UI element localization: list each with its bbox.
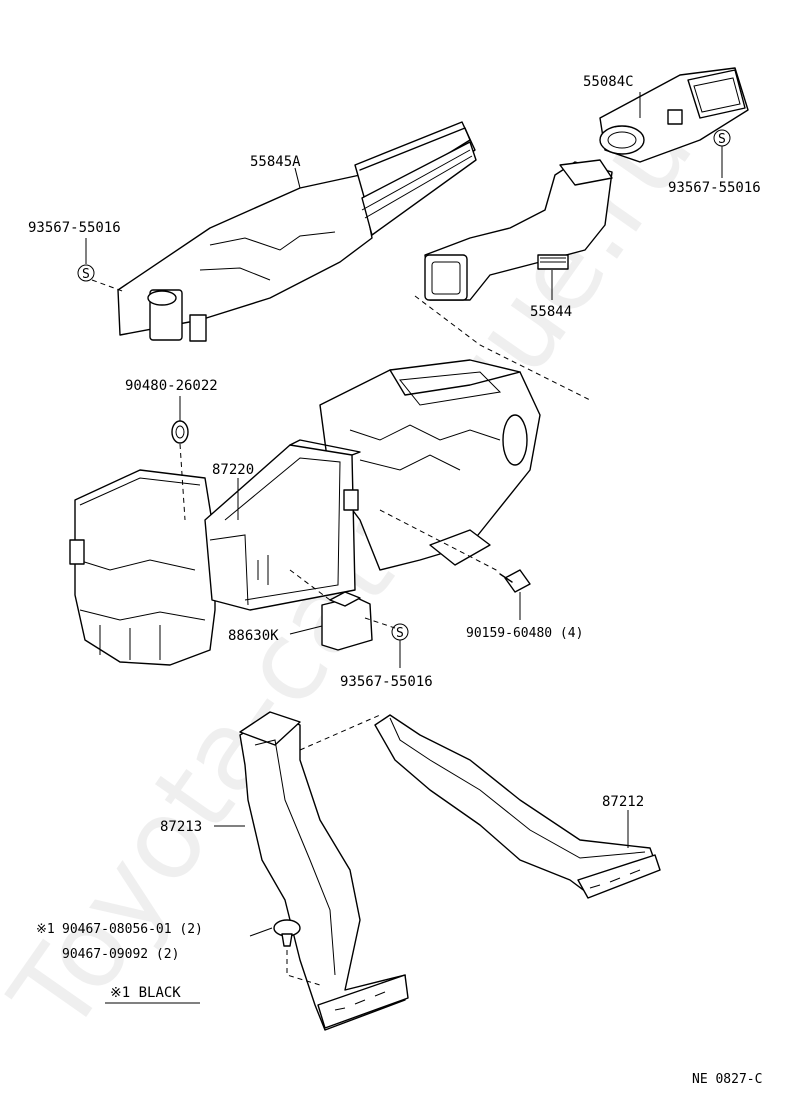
footer-code: NE 0827-C (692, 1072, 762, 1087)
label-93567-55016-a: 93567-55016 (28, 220, 121, 236)
note-black: ※1 BLACK (110, 985, 181, 1001)
duct-55845a (117, 121, 477, 342)
leader-55845a (294, 167, 301, 189)
duct-55084c (599, 67, 749, 163)
duct-55844 (424, 159, 613, 301)
label-55844: 55844 (530, 304, 572, 320)
svg-text:S: S (396, 626, 404, 641)
screw-symbol-icon: S (77, 264, 95, 282)
label-87212: 87212 (602, 794, 644, 810)
dash-87212-87213 (299, 714, 381, 751)
svg-text:S: S (718, 132, 726, 147)
heater-unit (319, 359, 541, 571)
label-90467-09092: 90467-09092 (2) (62, 947, 179, 962)
clip-icon (273, 919, 301, 947)
blower-case (69, 469, 216, 666)
dash-93567-a (91, 279, 126, 293)
note-mark-1: ※1 (36, 922, 55, 937)
screw-symbol-icon: S (391, 623, 409, 641)
label-93567-55016-b: 93567-55016 (668, 180, 761, 196)
relay-88630k (321, 591, 373, 651)
dash-90480 (179, 443, 186, 521)
leader-90467 (249, 927, 273, 937)
dash-90159 (379, 509, 501, 573)
grommet-icon (171, 420, 189, 444)
label-87220: 87220 (212, 462, 254, 478)
label-55084c: 55084C (583, 74, 634, 90)
bolt-icon (499, 569, 531, 593)
label-90159-60480: 90159-60480 (4) (466, 626, 583, 641)
leader-88630k (289, 625, 323, 635)
label-90480-26022: 90480-26022 (125, 378, 218, 394)
duct-87213 (239, 711, 409, 1031)
svg-text:S: S (82, 267, 90, 282)
duct-87220 (204, 439, 361, 611)
label-93567-55016-c: 93567-55016 (340, 674, 433, 690)
screw-symbol-icon: S (713, 129, 731, 147)
dash-55844 (414, 295, 591, 401)
label-88630k: 88630K (228, 628, 279, 644)
label-90467-08056-01: 90467-08056-01 (2) (62, 922, 203, 937)
label-87213: 87213 (160, 819, 202, 835)
duct-87212 (374, 714, 661, 899)
dash-90467 (286, 950, 321, 986)
label-55845a: 55845A (250, 154, 301, 170)
